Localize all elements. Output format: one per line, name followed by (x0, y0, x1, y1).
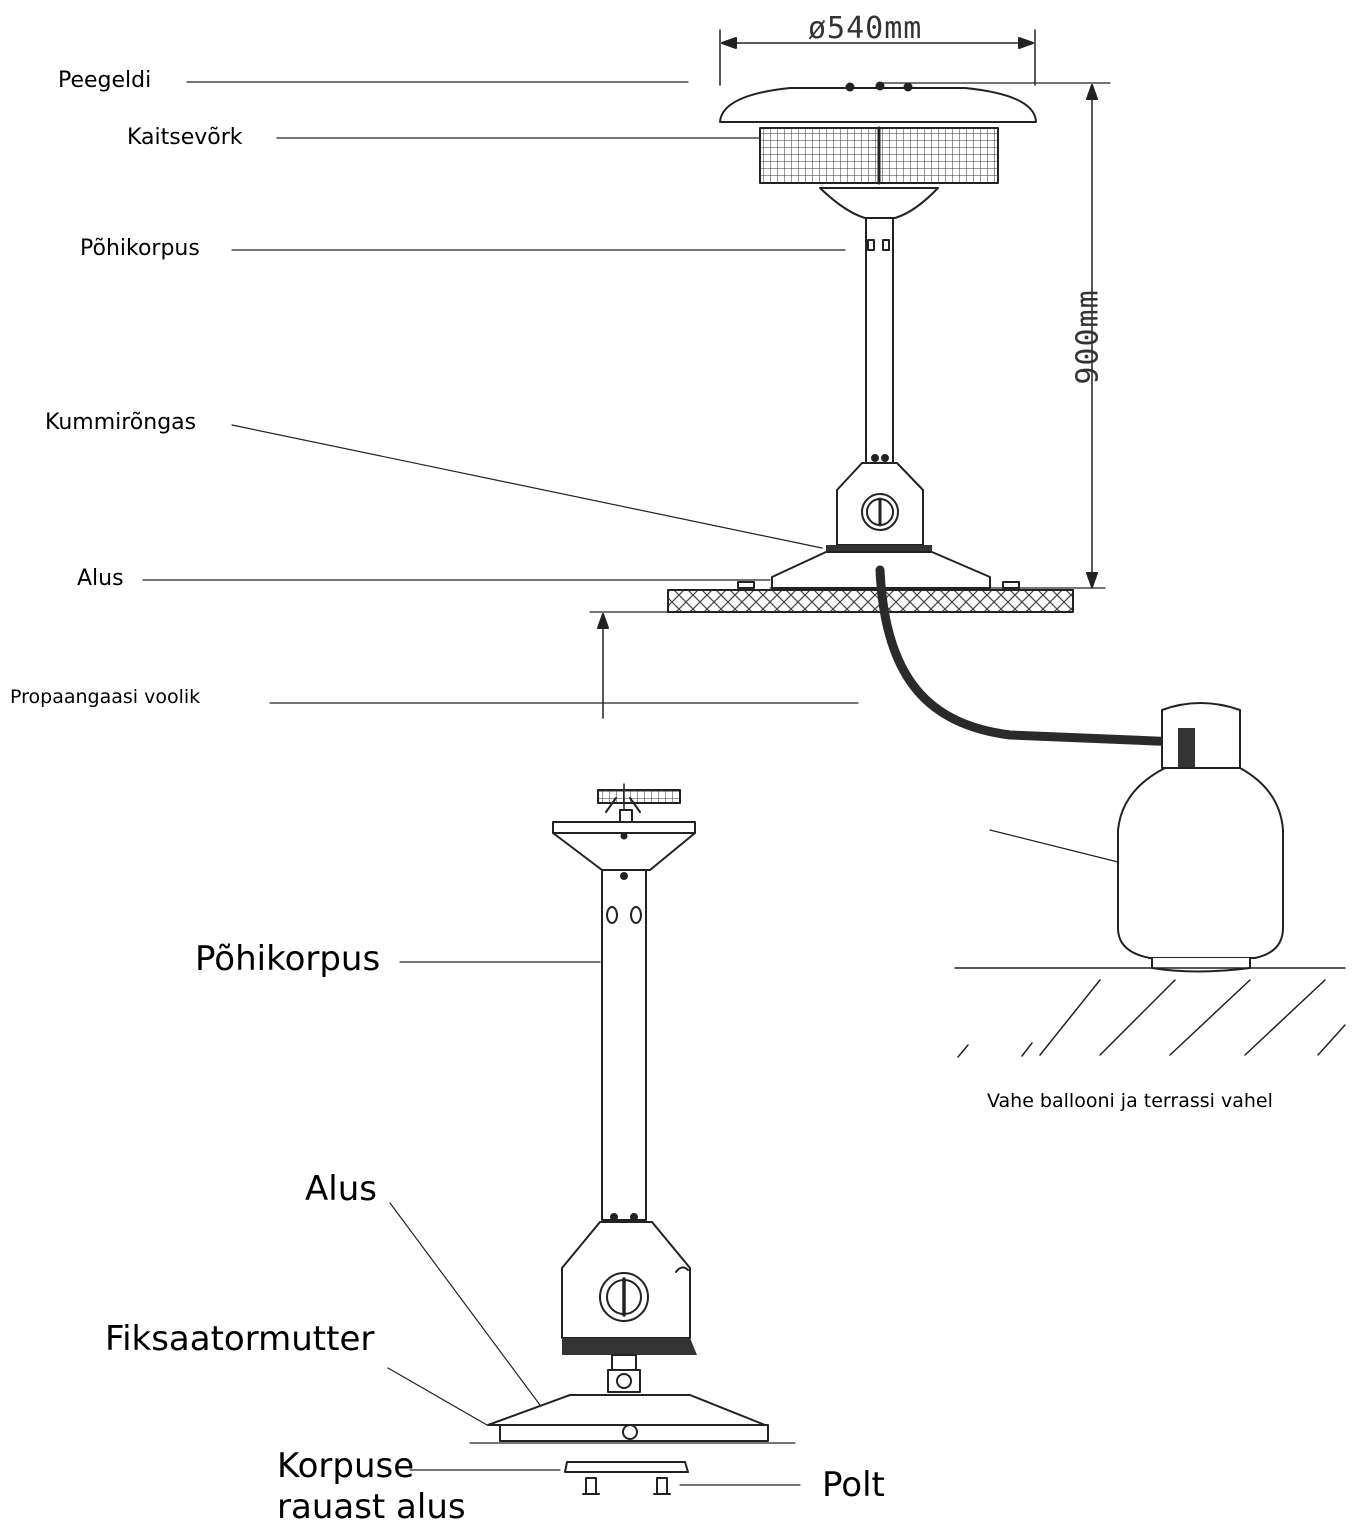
label-main-body-top: Põhikorpus (80, 236, 200, 261)
bottom-heater (469, 783, 796, 1495)
height-dimension: 900mm (1070, 289, 1106, 385)
diameter-dimension-line (719, 29, 1036, 86)
label-main-body-bottom: Põhikorpus (195, 939, 381, 979)
gas-hose (875, 565, 1185, 747)
label-reflector: Peegeldi (58, 68, 152, 93)
bottom-base (487, 1394, 766, 1426)
label-rubber-ring: Kummirõngas (45, 410, 197, 435)
ground (954, 967, 1346, 1058)
main-pole (865, 217, 894, 464)
top-heater (589, 29, 1111, 719)
diameter-dimension: ø540mm (808, 11, 923, 46)
label-base-bottom: Alus (305, 1169, 377, 1209)
bottom-rubber-ring (562, 1338, 697, 1355)
label-guard: Kaitsevõrk (127, 125, 243, 150)
leader-lines (142, 81, 859, 1486)
terrace-slab (667, 589, 1074, 613)
label-gas-hose: Propaangaasi voolik (10, 686, 201, 708)
label-iron-base-line1: Korpuse (277, 1446, 415, 1486)
iron-base-plate (564, 1461, 689, 1473)
height-dimension-line (1086, 84, 1098, 588)
label-lock-nut: Fiksaatormutter (105, 1319, 375, 1359)
gas-distance-note: Vahe ballooni ja terrassi vahel (987, 1090, 1273, 1112)
bolt-right (653, 1477, 671, 1495)
rubber-ring (826, 545, 932, 552)
label-base-top: Alus (77, 566, 124, 591)
bolt-left (582, 1477, 600, 1495)
bottom-main-pole (601, 869, 647, 1221)
reflector-shape (719, 87, 1037, 123)
label-bolt: Polt (822, 1465, 885, 1505)
label-iron-base-line2: rauast alus (277, 1487, 466, 1527)
